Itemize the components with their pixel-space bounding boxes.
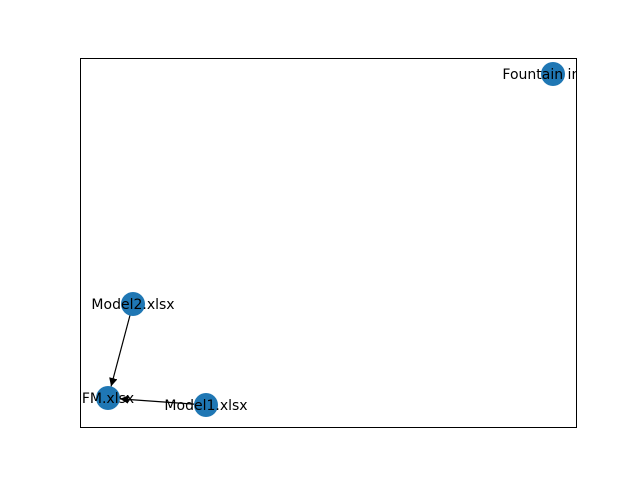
node-fm: [96, 386, 120, 410]
node-label-model2: Model2.xlsx: [91, 297, 174, 313]
node-fountain-input: [541, 62, 565, 86]
node-label-model1: Model1.xlsx: [164, 398, 247, 414]
edge-model2-to-fm: [109, 303, 134, 387]
node-model2: [121, 292, 145, 316]
node-label-fountain-input: Fountain input: [502, 67, 604, 83]
edge-model1-to-fm: [119, 395, 207, 406]
node-label-fm: FM.xlsx: [82, 391, 134, 407]
node-model1: [194, 393, 218, 417]
plot-frame: [80, 58, 577, 428]
